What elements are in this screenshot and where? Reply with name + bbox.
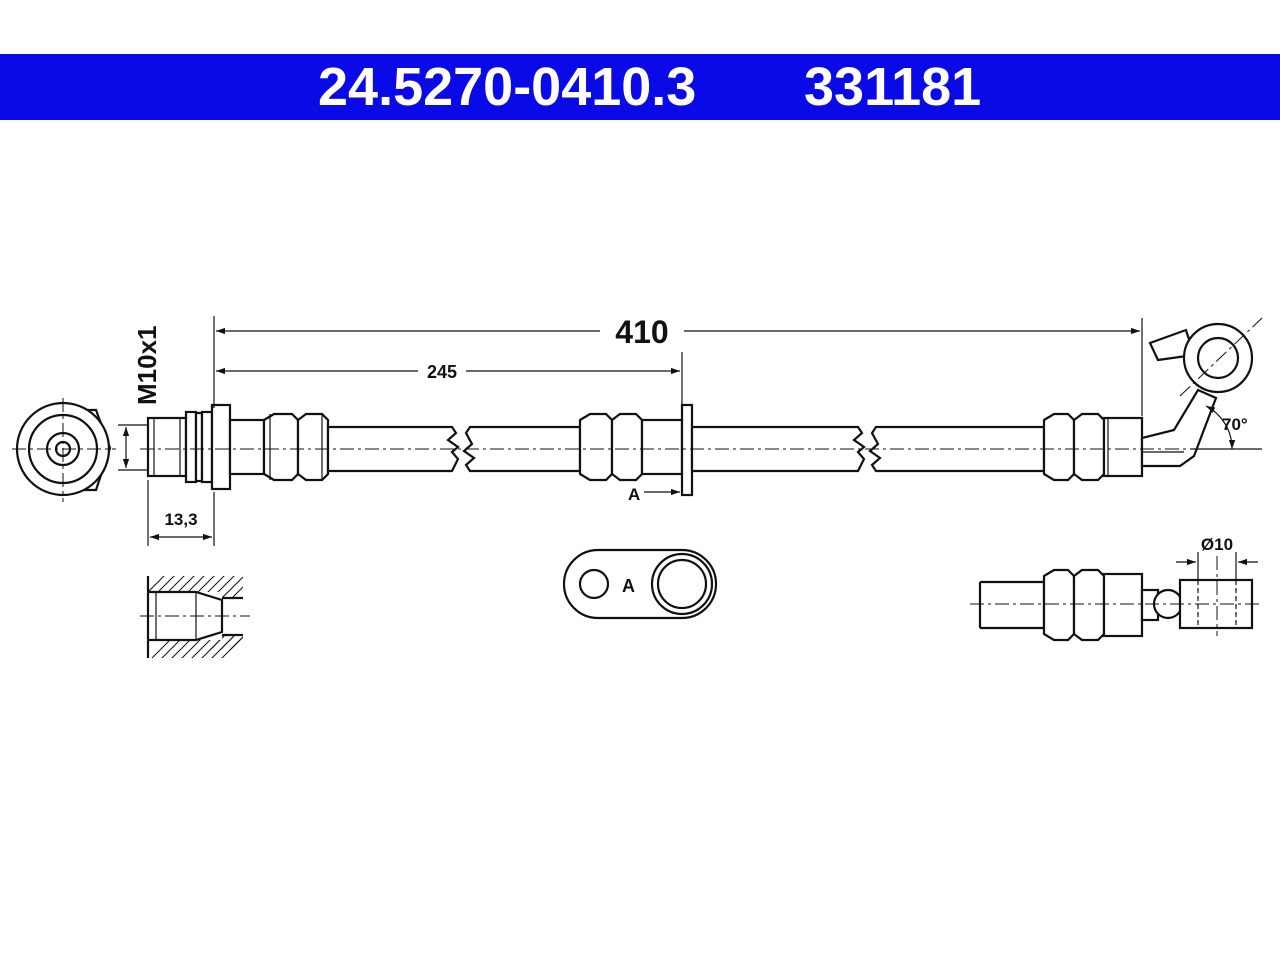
- part-number: 24.5270-0410.3: [318, 57, 697, 117]
- hose-side-view: A: [140, 317, 1263, 504]
- header-bar: 24.5270-0410.3 331181: [0, 54, 1280, 120]
- section-a-label: A: [622, 576, 635, 596]
- angle-dimension: 70°: [1190, 405, 1262, 450]
- eye-diameter-label: Ø10: [1201, 535, 1233, 554]
- section-marker-a: A: [628, 485, 640, 504]
- fitting-end-view: [12, 398, 116, 502]
- alt-number: 331181: [804, 57, 982, 117]
- thread-length-dimension: 13,3: [147, 480, 215, 546]
- angle-label: 70°: [1222, 415, 1248, 434]
- eye-detail-view: Ø10: [970, 535, 1262, 642]
- length-245-dimension: 245: [216, 352, 683, 406]
- thread-dimension: M10x1: [118, 326, 162, 471]
- port-section-detail: [140, 576, 250, 658]
- length-410-label: 410: [615, 314, 668, 350]
- thread-label: M10x1: [132, 326, 162, 406]
- length-410-dimension: 410: [213, 314, 1143, 416]
- length-245-label: 245: [427, 362, 457, 382]
- thread-length-label: 13,3: [164, 510, 197, 529]
- section-a-view: A: [562, 548, 718, 620]
